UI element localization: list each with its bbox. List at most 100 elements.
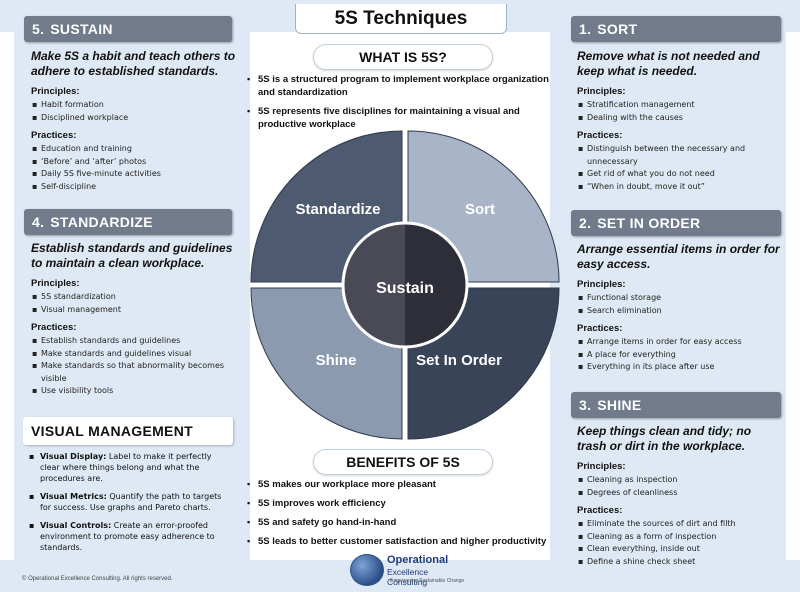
list-item: 5S and safety go hand-in-hand [247,516,567,529]
list-item: Visual Display: Label to make it perfect… [28,451,233,484]
item-text: Label to make it perfectly clear where t… [40,452,212,483]
section-header-sort: 1. SORT [571,16,781,42]
section-tagline: Remove what is not needed and keep what … [577,49,760,78]
five-s-wheel: Standardize Sort Shine Set In Order Sust… [250,130,560,440]
list-item: Degrees of cleanliness [577,487,782,500]
list-item: ‘Before’ and ‘after’ photos [31,156,236,169]
list-item: Self-discipline [31,181,236,194]
principles-list: Stratification management Dealing with t… [577,99,782,124]
section-number: 3. [579,397,592,413]
segment-label-shine: Shine [316,352,357,369]
section-body-sustain: Make 5S a habit and teach others to adhe… [31,49,236,199]
practices-label: Practices: [577,505,623,516]
logo-name: Operational [387,554,449,566]
segment-label-standardize: Standardize [295,201,380,218]
list-item: Get rid of what you do not need [577,168,782,181]
practices-list: Arrange items in order for easy access A… [577,336,782,374]
item-term: Visual Metrics: [40,492,107,501]
copyright-text: © Operational Excellence Consulting. All… [22,576,173,582]
globe-icon [350,554,384,586]
section-tagline: Make 5S a habit and teach others to adhe… [31,49,236,78]
list-item: Daily 5S five-minute activities [31,168,236,181]
list-item: Eliminate the sources of dirt and filth [577,518,782,531]
section-header-shine: 3. SHINE [571,392,781,418]
practices-label: Practices: [31,130,77,141]
logo-name-line2: Excellence Consulting [387,567,429,587]
section-header-set-in-order: 2. SET IN ORDER [571,210,781,236]
section-title: SUSTAIN [50,21,113,37]
principles-label: Principles: [577,86,626,97]
list-item: “When in doubt, move it out” [577,181,782,194]
segment-label-set-in-order: Set In Order [416,352,502,369]
practices-label: Practices: [31,322,77,333]
list-item: Arrange items in order for easy access [577,336,782,349]
practices-list: Education and training ‘Before’ and ‘aft… [31,143,236,193]
five-s-wheel-svg: Standardize Sort Shine Set In Order Sust… [250,130,560,440]
list-item: Make standards so that abnormality becom… [31,360,236,385]
section-number: 2. [579,215,592,231]
company-logo: Operational Excellence Consulting Empowe… [350,552,470,588]
list-item: 5S leads to better customer satisfaction… [247,535,567,548]
list-item: Visual Metrics: Quantify the path to tar… [28,491,233,513]
section-number: 4. [32,214,45,230]
practices-list: Distinguish between the necessary and un… [577,143,782,193]
principles-label: Principles: [577,279,626,290]
principles-list: 5S standardization Visual management [31,291,236,316]
list-item: 5S standardization [31,291,236,304]
center-ring [341,221,469,349]
practices-label: Practices: [577,323,623,334]
principles-list: Functional storage Search elimination [577,292,782,317]
list-item: Cleaning as a form of inspection [577,531,782,544]
what-is-5s-header: WHAT IS 5S? [313,44,493,70]
list-item: Disciplined workplace [31,112,236,125]
section-header-standardize: 4. STANDARDIZE [24,209,232,235]
practices-list: Establish standards and guidelines Make … [31,335,236,398]
list-item: Functional storage [577,292,782,305]
list-item: 5S improves work efficiency [247,497,567,510]
list-item: Habit formation [31,99,236,112]
section-tagline: Keep things clean and tidy; no trash or … [577,424,752,453]
principles-label: Principles: [31,278,80,289]
list-item: 5S represents five disciplines for maint… [247,105,557,131]
list-item: 5S makes our workplace more pleasant [247,478,567,491]
list-item: Establish standards and guidelines [31,335,236,348]
item-text: Create an error-proofed environment to p… [40,521,215,552]
principles-label: Principles: [31,86,80,97]
what-is-5s-list: 5S is a structured program to implement … [247,73,557,131]
item-term: Visual Controls: [40,521,112,530]
principles-label: Principles: [577,461,626,472]
section-title: SHINE [597,397,642,413]
center-label-sustain: Sustain [376,280,434,297]
list-item: A place for everything [577,349,782,362]
list-item: Make standards and guidelines visual [31,348,236,361]
item-term: Visual Display: [40,452,107,461]
list-item: Cleaning as inspection [577,474,782,487]
section-body-set-in-order: Arrange essential items in order for eas… [577,242,782,380]
section-title: SORT [597,21,638,37]
segment-label-sort: Sort [465,201,495,218]
section-title: STANDARDIZE [50,214,153,230]
section-number: 5. [32,21,45,37]
section-tagline: Establish standards and guidelines to ma… [31,241,233,270]
section-body-shine: Keep things clean and tidy; no trash or … [577,424,782,574]
visual-management-list: Visual Display: Label to make it perfect… [28,451,233,560]
practices-list: Eliminate the sources of dirt and filth … [577,518,782,568]
item-text: Quantify the path to targets for success… [40,492,222,512]
section-tagline: Arrange essential items in order for eas… [577,242,780,271]
section-title: SET IN ORDER [597,215,701,231]
logo-tagline: Empowering Sustainable Change [390,578,465,584]
benefits-list: 5S makes our workplace more pleasant 5S … [247,478,567,548]
section-body-sort: Remove what is not needed and keep what … [577,49,782,199]
section-body-standardize: Establish standards and guidelines to ma… [31,241,236,404]
visual-management-header: VISUAL MANAGEMENT [23,417,233,445]
list-item: Search elimination [577,305,782,318]
list-item: Stratification management [577,99,782,112]
list-item: Visual Controls: Create an error-proofed… [28,520,233,553]
principles-list: Habit formation Disciplined workplace [31,99,236,124]
list-item: Use visibility tools [31,385,236,398]
section-number: 1. [579,21,592,37]
principles-list: Cleaning as inspection Degrees of cleanl… [577,474,782,499]
list-item: Clean everything, inside out [577,543,782,556]
practices-label: Practices: [577,130,623,141]
